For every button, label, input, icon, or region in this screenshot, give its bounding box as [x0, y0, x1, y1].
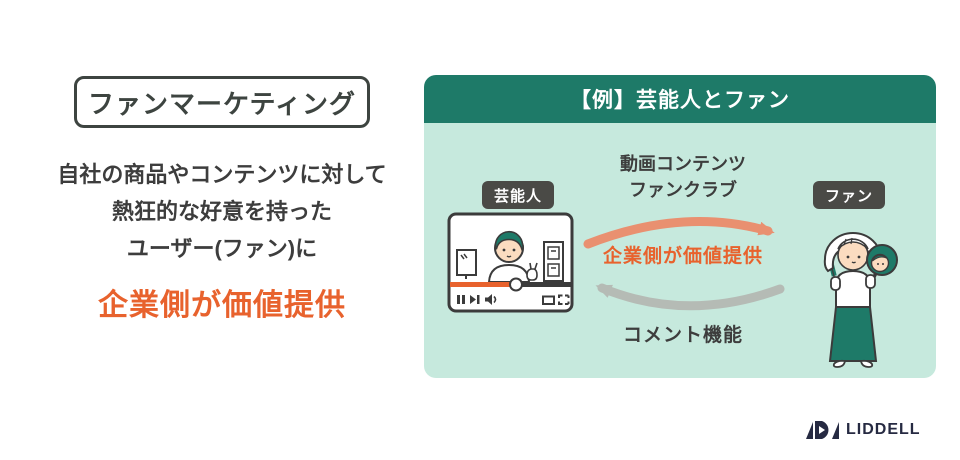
example-panel-header: 【例】芸能人とファン	[424, 75, 936, 123]
pause-icon	[457, 295, 465, 304]
fan-illustration	[823, 232, 898, 368]
fullscreen-icon	[558, 294, 570, 305]
description-text: 自社の商品やコンテンツに対して 熱狂的な好意を持った ユーザー(ファン)に	[28, 156, 416, 267]
progress-bar	[450, 277, 571, 292]
description-line-1: 自社の商品やコンテンツに対して	[57, 162, 387, 187]
celebrity-illustration	[487, 230, 538, 283]
celebrity-badge: 芸能人	[482, 181, 555, 209]
liddell-logo-text: LIDDELL	[846, 421, 921, 438]
example-panel: 【例】芸能人とファン 芸能人 ファン 動画コンテンツ	[424, 75, 936, 378]
description-line-2: 熱狂的な好意を持った	[111, 199, 332, 224]
shelf-icon	[543, 241, 564, 282]
player-controls	[457, 294, 570, 305]
monitor-icon	[456, 249, 477, 279]
uchiwa-fan-icon	[866, 244, 898, 286]
give-labels: 動画コンテンツ ファンクラブ	[576, 151, 790, 203]
liddell-logo-icon	[806, 421, 839, 439]
description-highlight: 企業側が価値提供	[98, 289, 346, 322]
video-player-illustration	[447, 212, 574, 313]
description-line-3: ユーザー(ファン)に	[126, 236, 318, 261]
peace-hand-icon	[526, 262, 538, 281]
give-label-1: 動画コンテンツ	[620, 154, 746, 174]
give-label-2: ファンクラブ	[629, 180, 737, 200]
volume-icon	[485, 294, 497, 305]
liddell-logo: LIDDELL	[806, 418, 936, 442]
return-label: コメント機能	[622, 325, 743, 346]
title-box: ファンマーケティング	[74, 76, 370, 128]
give-highlight-label: 企業側が価値提供	[602, 246, 763, 267]
return-arrow	[595, 283, 785, 311]
pip-icon	[542, 295, 555, 305]
fan-badge: ファン	[813, 181, 886, 209]
example-panel-body: 芸能人 ファン 動画コンテンツ ファンクラブ 企業側が価値提供 コメント機能	[424, 123, 936, 378]
page-title: ファンマーケティング	[88, 88, 356, 119]
next-icon	[470, 295, 480, 304]
